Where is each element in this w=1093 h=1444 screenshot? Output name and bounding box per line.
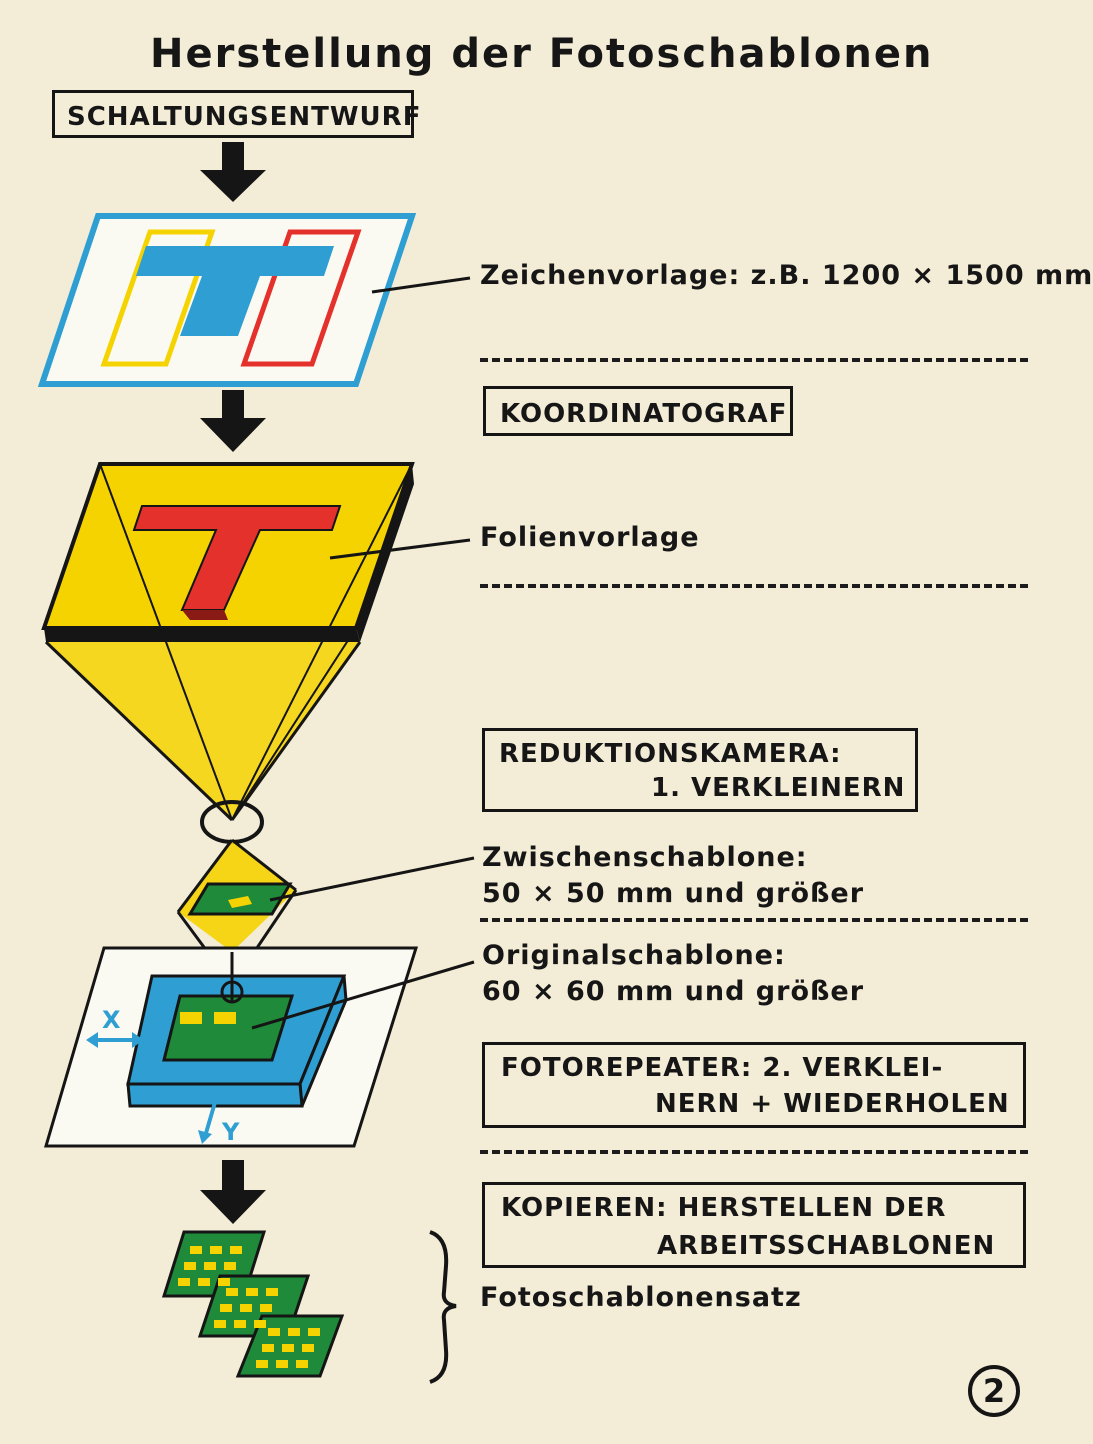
y-axis-label: Y [222, 1118, 240, 1146]
fotoschablonensatz-stack [161, 1230, 345, 1378]
reduktionskamera-line-2: 1. VERKLEINERN [651, 773, 906, 803]
reduktionskamera-box: REDUKTIONSKAMERA: 1. VERKLEINERN [482, 728, 918, 812]
kopieren-line-2: ARBEITSSCHABLONEN [657, 1231, 996, 1261]
fotorepeater-box: FOTOREPEATER: 2. VERKLEI- NERN + WIEDERH… [482, 1042, 1026, 1128]
down-arrow-icon [200, 390, 266, 452]
zwischenschablone-label: Zwischenschablone: [482, 842, 808, 873]
zwischenschablone-size: 50 × 50 mm und größer [482, 878, 865, 909]
page-title: Herstellung der Fotoschablonen [150, 31, 934, 77]
process-diagram [37, 142, 475, 1384]
divider-3 [480, 918, 1028, 922]
figure-page: Herstellung der Fotoschablonen SCHALTUNG… [37, 31, 1092, 1417]
figure-number-badge: 2 [968, 1365, 1020, 1417]
kopieren-line-1: KOPIEREN: HERSTELLEN DER [501, 1193, 947, 1223]
zeichenvorlage-sheet [37, 213, 417, 387]
zeichenvorlage-label: Zeichenvorlage: z.B. 1200 × 1500 mm [480, 260, 1093, 291]
schaltungsentwurf-box: SCHALTUNGSENTWURF [52, 90, 420, 138]
divider-2 [480, 584, 1028, 588]
koordinatograf-box: KOORDINATOGRAF [483, 386, 793, 436]
kopieren-box: KOPIEREN: HERSTELLEN DER ARBEITSSCHABLON… [482, 1182, 1026, 1268]
folienvorlage-label: Folienvorlage [480, 522, 700, 553]
originalschablone-size: 60 × 60 mm und größer [482, 976, 865, 1007]
originalschablone-plate [162, 994, 295, 1062]
down-arrow-icon [200, 1160, 266, 1224]
schaltungsentwurf-label: SCHALTUNGSENTWURF [67, 102, 422, 132]
originalschablone-label: Originalschablone: [482, 940, 786, 971]
x-axis-label: X [102, 1006, 121, 1034]
reduktionskamera-line-1: REDUKTIONSKAMERA: [499, 739, 842, 769]
fotoschablonensatz-label: Fotoschablonensatz [480, 1282, 802, 1313]
divider-4 [480, 1150, 1028, 1154]
down-arrow-icon [200, 142, 266, 202]
projection-cone [44, 463, 413, 986]
fotorepeater-stage [43, 946, 419, 1148]
fotorepeater-line-2: NERN + WIEDERHOLEN [655, 1089, 1010, 1119]
divider-1 [480, 358, 1028, 362]
koordinatograf-label: KOORDINATOGRAF [500, 399, 788, 429]
leader-lines [251, 276, 475, 1030]
curly-brace-icon [429, 1230, 457, 1384]
fotorepeater-line-1: FOTOREPEATER: 2. VERKLEI- [501, 1053, 944, 1083]
